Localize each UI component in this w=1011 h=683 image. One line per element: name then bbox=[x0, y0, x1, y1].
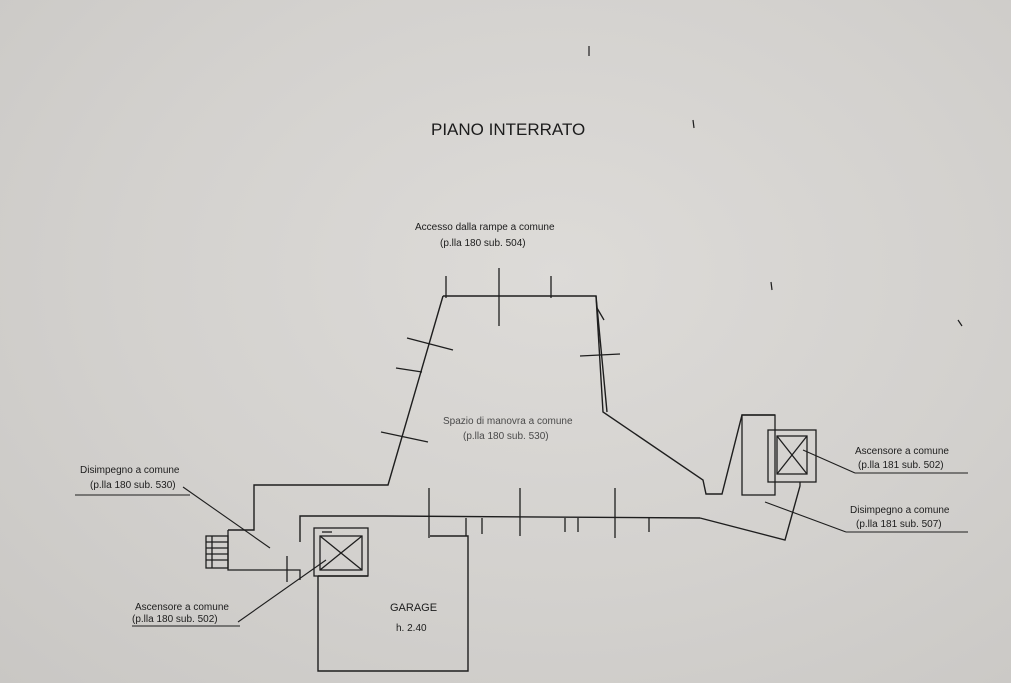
lobby-right-label: Disimpegno a comune bbox=[850, 505, 950, 516]
garage-room bbox=[317, 535, 469, 672]
maneuver-space-label: Spazio di manovra a comune bbox=[443, 416, 573, 427]
access-ramp-parcel: (p.lla 180 sub. 504) bbox=[440, 238, 526, 249]
elevator-right-label: Ascensore a comune bbox=[855, 446, 949, 457]
elevator-left-label: Ascensore a comune bbox=[135, 602, 229, 613]
maneuver-space-walls bbox=[228, 295, 801, 542]
access-ramp-label: Accesso dalla rampe a comune bbox=[415, 222, 555, 233]
lobby-right-parcel: (p.lla 181 sub. 507) bbox=[856, 519, 942, 530]
left-elevator bbox=[313, 527, 369, 577]
garage-label: GARAGE bbox=[390, 602, 437, 614]
garage-height: h. 2.40 bbox=[396, 623, 427, 634]
elevator-right-parcel: (p.lla 181 sub. 502) bbox=[858, 460, 944, 471]
right-elevator bbox=[741, 414, 817, 496]
plan-title: PIANO INTERRATO bbox=[431, 120, 585, 139]
scan-specks bbox=[588, 46, 963, 327]
wall-ticks bbox=[380, 268, 650, 538]
elevator-left-parcel: (p.lla 180 sub. 502) bbox=[132, 614, 218, 625]
left-lobby bbox=[205, 530, 301, 582]
lobby-left-parcel: (p.lla 180 sub. 530) bbox=[90, 480, 176, 491]
leader-lines bbox=[75, 449, 968, 627]
lobby-left-label: Disimpegno a comune bbox=[80, 465, 180, 476]
maneuver-space-parcel: (p.lla 180 sub. 530) bbox=[463, 431, 549, 442]
